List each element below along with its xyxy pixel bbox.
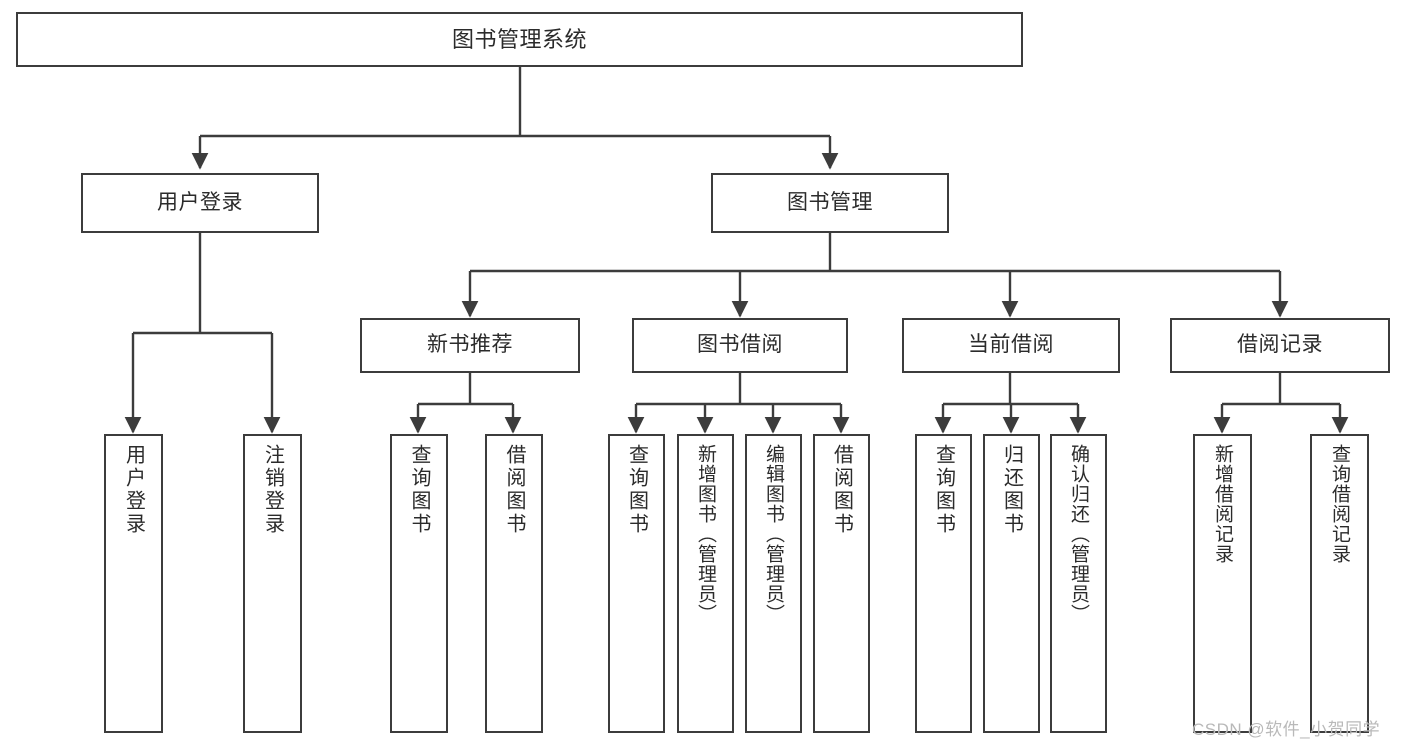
node-label: 新增借阅记录 bbox=[1212, 444, 1233, 564]
node-label: 当前借阅 bbox=[968, 333, 1054, 357]
node-label: 借阅图书 bbox=[503, 444, 525, 536]
node-current-borrow[interactable]: 当前借阅 bbox=[902, 318, 1120, 373]
leaf-current-confirm-return-admin[interactable]: 确认归还（管理员） bbox=[1050, 434, 1107, 733]
leaf-borrow-add-book-admin[interactable]: 新增图书（管理员） bbox=[677, 434, 734, 733]
node-label: 新书推荐 bbox=[427, 333, 513, 357]
node-label: 借阅图书 bbox=[830, 444, 853, 536]
node-label: 查询图书 bbox=[625, 444, 648, 536]
node-new-book-recommend[interactable]: 新书推荐 bbox=[360, 318, 580, 373]
node-user-login[interactable]: 用户登录 bbox=[81, 173, 319, 233]
leaf-borrow-borrow-book[interactable]: 借阅图书 bbox=[813, 434, 870, 733]
leaf-borrow-edit-book-admin[interactable]: 编辑图书（管理员） bbox=[745, 434, 802, 733]
leaf-current-return-book[interactable]: 归还图书 bbox=[983, 434, 1040, 733]
node-label: 编辑图书（管理员） bbox=[763, 444, 784, 624]
node-label: 注销登录 bbox=[261, 444, 284, 536]
node-label: 查询图书 bbox=[408, 444, 430, 536]
node-label: 图书管理 bbox=[787, 190, 873, 214]
leaf-record-query-record[interactable]: 查询借阅记录 bbox=[1310, 434, 1369, 733]
leaf-user-login-login[interactable]: 用户登录 bbox=[104, 434, 163, 733]
node-borrow-record[interactable]: 借阅记录 bbox=[1170, 318, 1390, 373]
node-label: 图书借阅 bbox=[697, 333, 783, 357]
node-label: 查询借阅记录 bbox=[1329, 444, 1350, 564]
node-label: 归还图书 bbox=[1000, 444, 1023, 536]
leaf-record-add-record[interactable]: 新增借阅记录 bbox=[1193, 434, 1252, 733]
node-book-borrow[interactable]: 图书借阅 bbox=[632, 318, 848, 373]
node-label: 用户登录 bbox=[157, 190, 243, 214]
node-label: 新增图书（管理员） bbox=[695, 444, 716, 624]
leaf-recommend-borrow-book[interactable]: 借阅图书 bbox=[485, 434, 543, 733]
leaf-current-query-book[interactable]: 查询图书 bbox=[915, 434, 972, 733]
node-label: 借阅记录 bbox=[1237, 333, 1323, 357]
leaf-user-login-logout[interactable]: 注销登录 bbox=[243, 434, 302, 733]
node-label: 查询图书 bbox=[932, 444, 955, 536]
watermark-text: CSDN @软件_小贺同学 bbox=[1192, 720, 1381, 739]
leaf-recommend-query-book[interactable]: 查询图书 bbox=[390, 434, 448, 733]
node-root-system[interactable]: 图书管理系统 bbox=[16, 12, 1023, 67]
node-book-management[interactable]: 图书管理 bbox=[711, 173, 949, 233]
node-label: 用户登录 bbox=[122, 444, 145, 536]
node-label: 确认归还（管理员） bbox=[1068, 444, 1089, 624]
node-label: 图书管理系统 bbox=[451, 26, 587, 52]
leaf-borrow-query-book[interactable]: 查询图书 bbox=[608, 434, 665, 733]
